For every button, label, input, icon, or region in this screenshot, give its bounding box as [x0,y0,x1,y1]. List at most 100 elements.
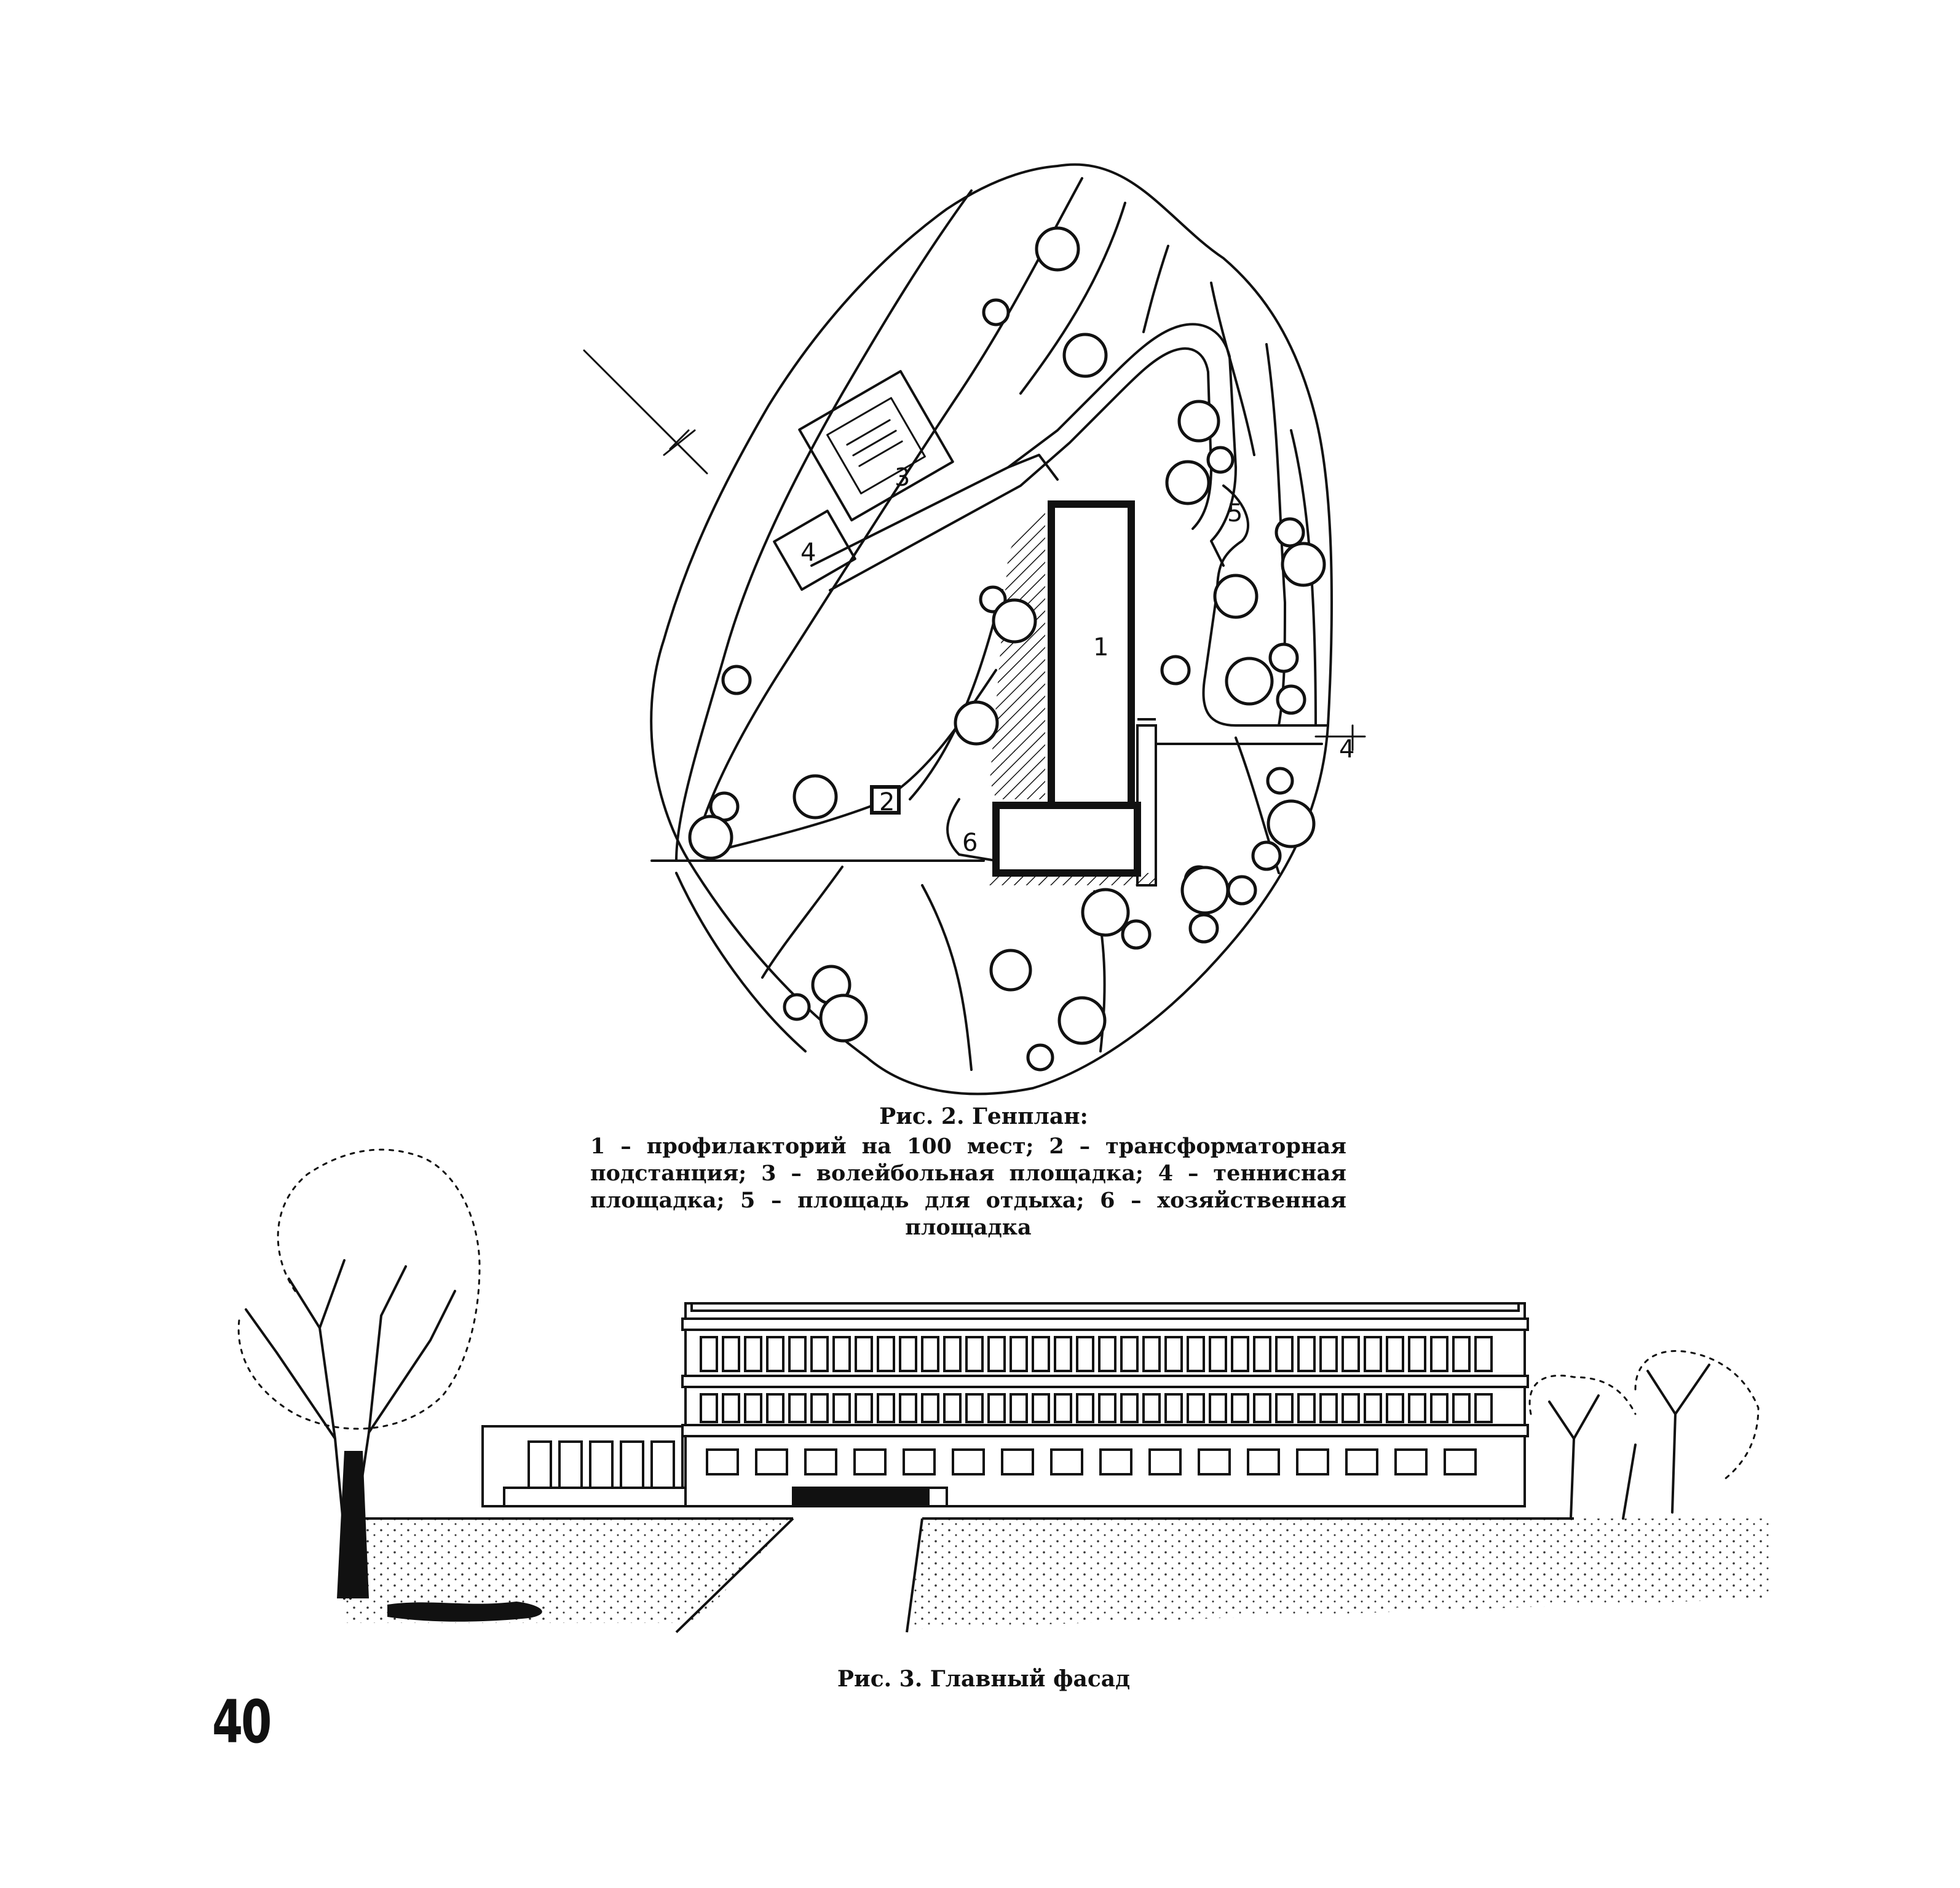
facade-window [1430,1336,1448,1372]
facade-window [1231,1393,1249,1423]
facade-window [1120,1336,1139,1372]
facade-window [589,1440,614,1489]
puddle [387,1602,542,1622]
plan-label-6: 6 [962,829,978,857]
facade-window [899,1336,917,1372]
figure3-caption-title: Рис. 3. Главный фасад [837,1666,1131,1692]
facade-window [1142,1336,1161,1372]
facade-window [1209,1336,1227,1372]
facade-window [1345,1448,1378,1475]
facade-window [1253,1393,1271,1423]
facade-window [1364,1336,1382,1372]
facade-window [1386,1393,1404,1423]
facade-window [877,1393,895,1423]
facade-window [766,1336,784,1372]
facade-window [558,1440,583,1489]
facade-window [1319,1393,1338,1423]
facade-window [528,1440,552,1489]
plan-label-2: 2 [879,788,895,816]
facade-window [1032,1336,1050,1372]
substation [870,785,901,815]
facade-window [1364,1393,1382,1423]
page-number: 40 [212,1688,272,1756]
facade-window [788,1336,807,1372]
facade-window [965,1393,984,1423]
building-wing [992,802,1141,877]
facade-window [755,1448,788,1475]
facade-window [1444,1448,1477,1475]
facade-window [1452,1393,1471,1423]
facade-window [952,1448,985,1475]
facade-window [1297,1393,1316,1423]
plan-label-1: 1 [1093,633,1108,662]
facade-window [1187,1393,1205,1423]
facade-window [700,1393,718,1423]
facade-window [853,1448,887,1475]
trees [688,226,1326,1072]
facade-window [744,1336,762,1372]
facade-window [1010,1336,1028,1372]
facade-window [1076,1336,1094,1372]
facade-window [1408,1393,1426,1423]
facade-window [1253,1336,1271,1372]
facade-window [1054,1336,1072,1372]
facade-window [1010,1393,1028,1423]
facade-window [1054,1393,1072,1423]
facade-window [810,1336,829,1372]
facade-window [722,1393,740,1423]
facade-window [855,1393,873,1423]
facade-window [1187,1336,1205,1372]
facade-window [832,1393,851,1423]
facade-window [804,1448,837,1475]
facade-window [987,1393,1006,1423]
facade-window [1120,1393,1139,1423]
facade-window [1394,1448,1428,1475]
section-mark-label: 4 [1339,735,1354,764]
facade-window [921,1393,939,1423]
plan-label-4: 4 [800,539,816,567]
facade-window [810,1393,829,1423]
facade-window [1342,1393,1360,1423]
facade-window [788,1393,807,1423]
facade-window [1142,1393,1161,1423]
facade-window [1164,1336,1183,1372]
facade-window [620,1440,644,1489]
facade-window [1098,1336,1116,1372]
facade-window [832,1336,851,1372]
facade-window [1275,1393,1294,1423]
facade-window [700,1336,718,1372]
ground-left [344,1519,793,1623]
facade-window [1474,1336,1493,1372]
facade-window [1319,1336,1338,1372]
facade-window [1001,1448,1034,1475]
ground-right [910,1519,1771,1629]
facade-window [1342,1336,1360,1372]
facade-window [1050,1448,1083,1475]
facade-window [1231,1336,1249,1372]
site-boundary [650,163,1333,1096]
figure2-caption-title: Рис. 2. Генплан: [879,1104,1088,1129]
facade-window [1296,1448,1329,1475]
facade-window [1076,1393,1094,1423]
facade-window [1386,1336,1404,1372]
plan-label-5: 5 [1227,499,1243,527]
facade-window [1148,1448,1182,1475]
facade-window [650,1440,675,1489]
facade-window [722,1336,740,1372]
facade-window [877,1336,895,1372]
facade-window [744,1393,762,1423]
facade-window [1032,1393,1050,1423]
facade-window [899,1393,917,1423]
tree-right [1528,1350,1760,1520]
figure2-caption-legend: 1 – профилакторий на 100 мест; 2 – транс… [590,1134,1346,1240]
facade-window [943,1336,962,1372]
facade-window [1430,1393,1448,1423]
facade-window [903,1448,936,1475]
facade-window [943,1393,962,1423]
facade-window [1099,1448,1132,1475]
facade-window [1408,1336,1426,1372]
facade-window [921,1336,939,1372]
facade-window [1247,1448,1280,1475]
